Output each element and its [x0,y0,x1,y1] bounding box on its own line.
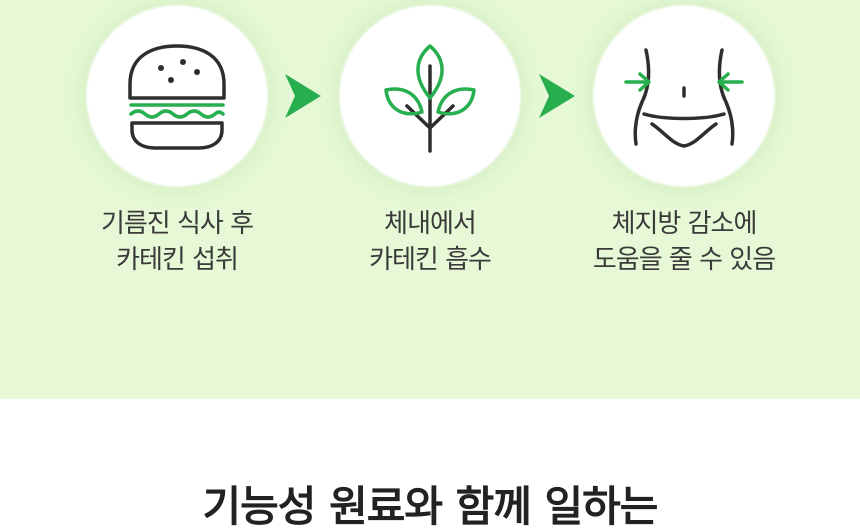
step-circle [87,6,267,186]
caption-line: 체지방 감소에 [611,209,758,239]
step-caption: 체지방 감소에 도움을 줄 수 있음 [564,206,804,278]
waist-slim-icon [624,48,744,148]
step-circle [594,6,774,186]
next-arrow-icon [537,72,577,120]
caption-line: 도움을 줄 수 있음 [592,245,776,275]
caption-line: 카테킨 섭취 [116,245,239,275]
info-panel: 기름진 식사 후 카테킨 섭취 체내에서 카테킨 [0,0,860,399]
step-caption: 체내에서 카테킨 흡수 [310,206,550,278]
burger-icon [128,44,226,150]
caption-line: 체내에서 [384,209,477,239]
sprout-icon [384,44,476,153]
caption-line: 기름진 식사 후 [100,209,254,239]
caption-line: 카테킨 흡수 [369,245,492,275]
step-caption: 기름진 식사 후 카테킨 섭취 [57,206,297,278]
next-arrow-icon [283,72,323,120]
section-title: 기능성 원료와 함께 일하는 [202,482,659,531]
step-circle [340,6,520,186]
